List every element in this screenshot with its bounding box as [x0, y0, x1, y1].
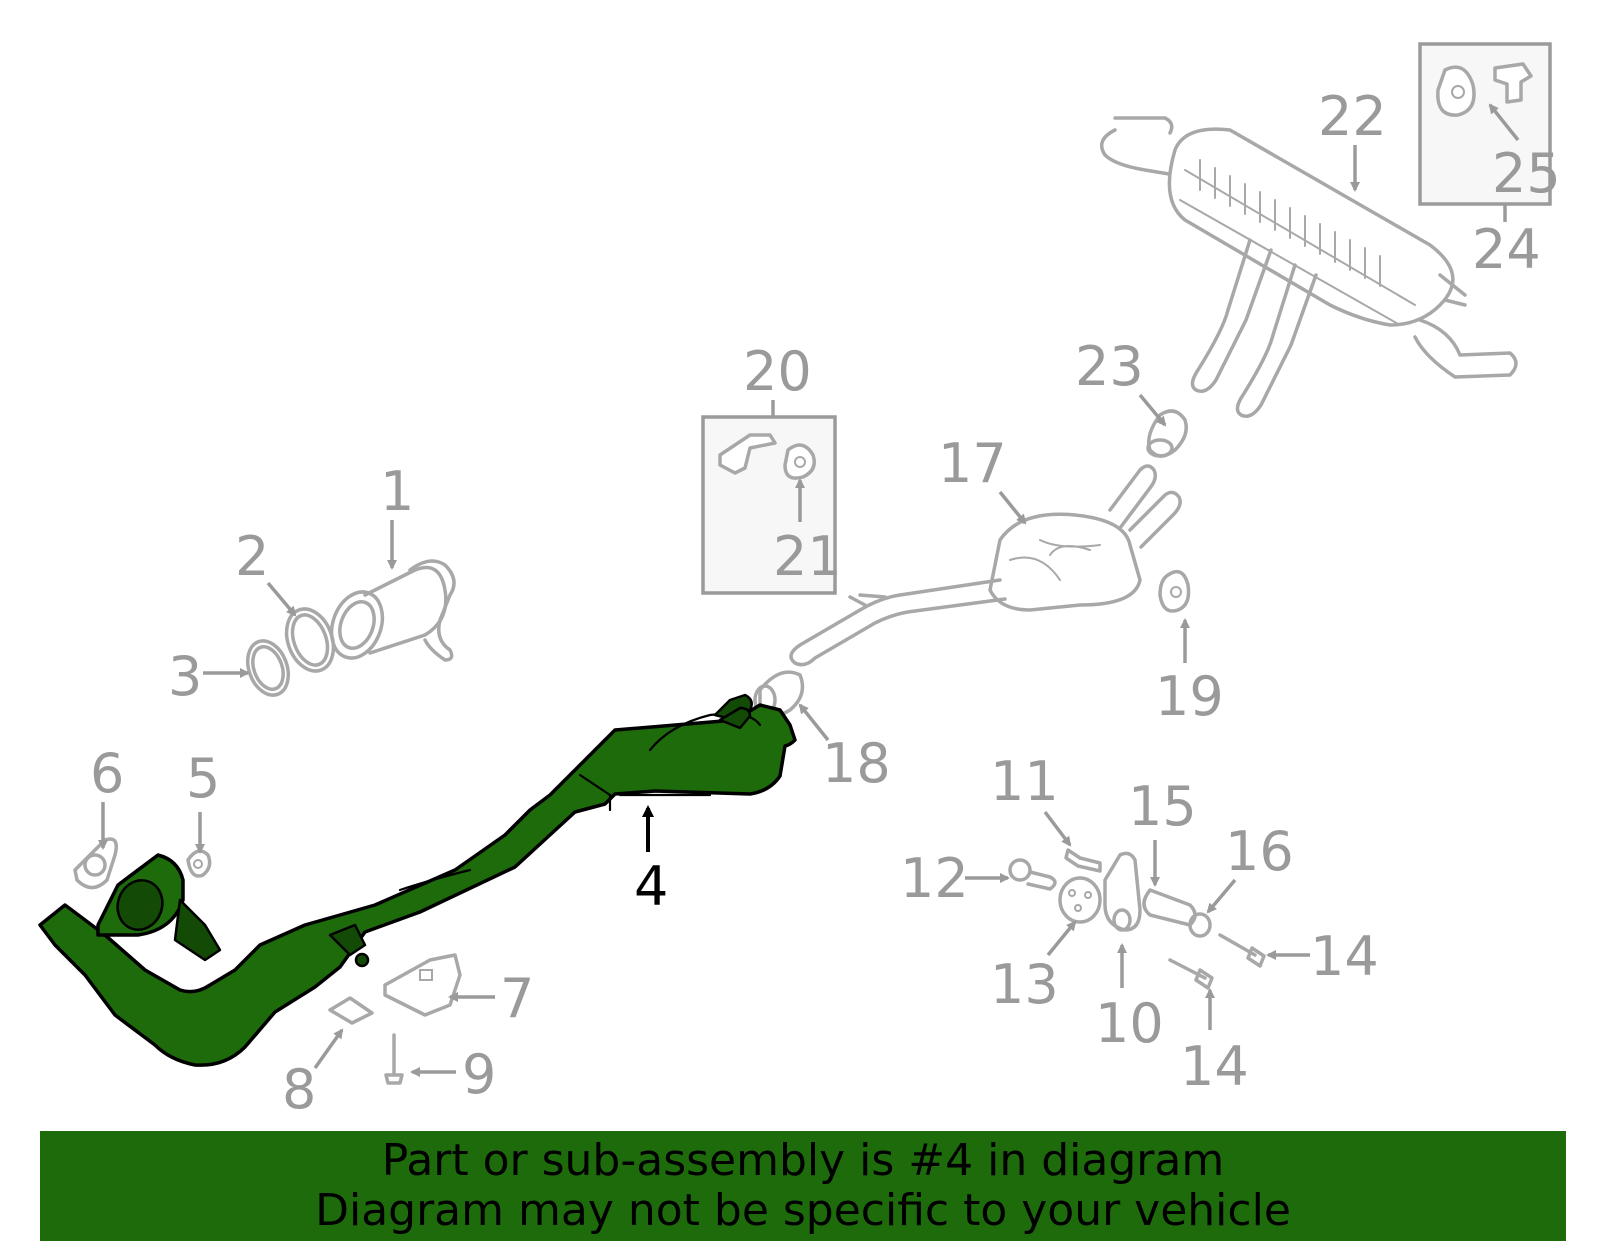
callout-17: 17	[938, 432, 1007, 495]
callout-10: 10	[1095, 992, 1164, 1055]
callout-8: 8	[282, 1058, 316, 1121]
callout-22: 22	[1318, 85, 1387, 148]
part-3-ring[interactable]	[241, 635, 296, 701]
callout-5: 5	[186, 747, 220, 810]
callout-9: 9	[462, 1043, 496, 1106]
part-12-bolt[interactable]	[1008, 858, 1057, 891]
part-4-front-pipe-assembly[interactable]	[38, 693, 797, 1067]
part-7-bracket[interactable]	[383, 953, 462, 1017]
callout-19: 19	[1155, 665, 1224, 728]
part-9-bolt[interactable]	[384, 1033, 404, 1085]
part-17-center-muffler[interactable]	[789, 464, 1182, 667]
part-22-rear-muffler[interactable]	[1099, 116, 1518, 418]
callout-15: 15	[1128, 775, 1197, 838]
part-23-clamp[interactable]	[1146, 409, 1188, 458]
callout-23: 23	[1075, 335, 1144, 398]
callout-7: 7	[500, 967, 534, 1030]
part-13-bushing[interactable]	[1058, 876, 1102, 924]
callout-16: 16	[1225, 820, 1294, 883]
part-6-gasket[interactable]	[73, 837, 118, 890]
callout-6: 6	[90, 742, 124, 805]
part-19-hanger[interactable]	[1158, 569, 1191, 613]
part-1-flange[interactable]	[323, 559, 456, 665]
part-2-gasket[interactable]	[278, 602, 341, 677]
part-20-bracket[interactable]	[718, 433, 777, 475]
callout-13: 13	[990, 953, 1059, 1016]
callout-14-b: 14	[1180, 1035, 1249, 1098]
callout-4: 4	[634, 855, 668, 918]
part-25-hanger[interactable]	[1436, 62, 1533, 117]
part-10-bracket[interactable]	[1103, 851, 1142, 932]
part-14-bolt-b[interactable]	[1168, 958, 1214, 990]
callout-14-a: 14	[1310, 925, 1379, 988]
callout-1: 1	[380, 460, 414, 523]
part-14-bolt-a[interactable]	[1218, 933, 1266, 968]
part-8-plate[interactable]	[328, 996, 374, 1025]
part-15-bushing[interactable]	[1142, 888, 1197, 927]
part-20-box	[701, 415, 837, 595]
part-5-nut[interactable]	[186, 849, 212, 878]
callout-20: 20	[743, 340, 812, 403]
info-banner: Part or sub-assembly is #4 in diagram Di…	[40, 1131, 1566, 1241]
callout-12: 12	[900, 847, 969, 910]
banner-line-1: Part or sub-assembly is #4 in diagram	[381, 1135, 1225, 1186]
part-11-bolt[interactable]	[1064, 848, 1102, 873]
part-16-washer[interactable]	[1188, 912, 1212, 938]
callout-3: 3	[168, 645, 202, 708]
part-21-hanger[interactable]	[783, 443, 816, 480]
callout-21: 21	[773, 525, 842, 588]
banner-line-2: Diagram may not be specific to your vehi…	[315, 1185, 1291, 1236]
callout-25: 25	[1492, 142, 1561, 205]
callout-24: 24	[1472, 218, 1541, 281]
callout-18: 18	[822, 732, 891, 795]
callout-11: 11	[990, 750, 1059, 813]
callout-2: 2	[235, 525, 269, 588]
